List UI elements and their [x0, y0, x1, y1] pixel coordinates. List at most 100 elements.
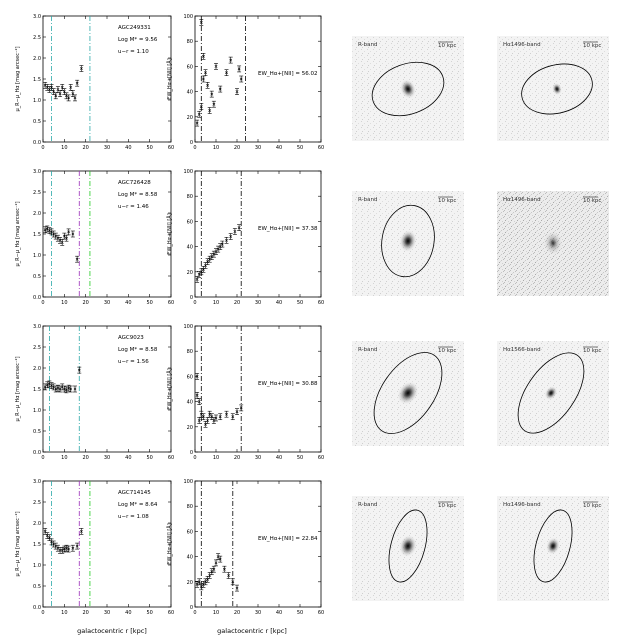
data-point	[58, 546, 63, 554]
y-tick-label: 60	[187, 374, 193, 380]
x-tick-label: 20	[82, 610, 88, 616]
y-tick-label: 2.0	[33, 56, 41, 62]
x-tick-label: 0	[193, 145, 196, 151]
data-point	[218, 555, 223, 563]
y-axis-label: μ_R−μ_Hα [mag arcsec⁻²]	[15, 511, 21, 576]
y-tick-label: 2.5	[33, 500, 41, 506]
x-tick-label: 30	[255, 145, 261, 151]
data-point	[75, 79, 80, 87]
data-point	[199, 18, 204, 26]
data-point	[195, 119, 200, 127]
data-point	[62, 385, 67, 393]
band-label: R-band	[358, 502, 377, 508]
data-point	[43, 528, 48, 535]
data-point	[58, 90, 63, 97]
y-tick-label: 3.0	[33, 14, 41, 20]
data-point	[207, 572, 212, 579]
band-label: R-band	[358, 197, 377, 203]
x-tick-label: 50	[146, 145, 152, 151]
data-point	[207, 107, 212, 114]
galaxy-light	[399, 78, 417, 100]
x-tick-label: 40	[125, 455, 131, 461]
data-point	[43, 82, 48, 89]
x-tick-label: 60	[168, 455, 174, 461]
data-point	[51, 88, 56, 95]
y-tick-label: 0.0	[33, 605, 41, 611]
x-tick-label: 50	[146, 300, 152, 306]
y-tick-label: 0.0	[33, 295, 41, 301]
data-point	[235, 408, 239, 415]
galaxy-light	[543, 230, 563, 256]
scale-bar-label: 10 kpc	[438, 348, 456, 354]
aperture-ellipse	[381, 204, 435, 278]
y-tick-label: 20	[187, 115, 193, 121]
x-tick-label: 60	[168, 300, 174, 306]
data-point	[75, 255, 80, 263]
data-point	[218, 413, 223, 421]
data-point	[205, 258, 210, 266]
data-point	[205, 82, 210, 89]
data-point	[75, 542, 80, 550]
data-point	[47, 380, 52, 388]
y-tick-label: 80	[187, 39, 193, 45]
x-tick-label: 30	[255, 455, 261, 461]
x-tick-label: 40	[276, 610, 282, 616]
x-tick-label: 10	[61, 455, 67, 461]
data-point	[53, 92, 58, 100]
data-point	[47, 227, 52, 234]
scale-bar-label: 10 kpc	[583, 503, 601, 509]
u-r-color: u−r = 1.46	[118, 204, 149, 210]
y-tick-label: 2.5	[33, 190, 41, 196]
x-tick-label: 0	[41, 300, 44, 306]
aperture-ellipse	[373, 352, 443, 434]
x-tick-label: 50	[146, 610, 152, 616]
y-tick-label: 0	[190, 605, 193, 611]
x-tick-label: 10	[61, 300, 67, 306]
data-point	[201, 53, 206, 60]
y-tick-label: 60	[187, 219, 193, 225]
data-point	[203, 69, 208, 76]
data-point	[218, 85, 223, 93]
y-tick-label: 3.0	[33, 324, 41, 330]
plot-frame	[42, 480, 172, 608]
data-point	[237, 224, 242, 231]
data-point	[224, 237, 229, 244]
data-point	[211, 100, 216, 108]
data-point	[214, 63, 218, 70]
y-tick-label: 60	[187, 529, 193, 535]
data-point	[77, 366, 82, 374]
y-tick-label: 100	[183, 479, 193, 485]
y-tick-label: 60	[187, 64, 193, 70]
x-tick-label: 0	[193, 610, 196, 616]
galaxy-name: AGC726428	[118, 180, 151, 186]
data-point	[214, 559, 218, 567]
data-point	[199, 268, 204, 276]
y-tick-label: 1.0	[33, 253, 41, 259]
x-axis-label-right: galactocentric r [kpc]	[217, 627, 287, 635]
data-point	[62, 545, 67, 553]
galaxy-light	[398, 229, 418, 253]
plot-frame	[194, 480, 322, 608]
x-tick-label: 20	[234, 300, 240, 306]
data-point	[45, 225, 50, 233]
galaxy-name: AGC714145	[118, 490, 151, 496]
data-point	[224, 410, 229, 418]
x-tick-label: 60	[168, 145, 174, 151]
y-tick-label: 1.5	[33, 232, 41, 238]
data-point	[203, 262, 208, 269]
y-axis-label: μ_R−μ_Hα [mag arcsec⁻²]	[15, 201, 21, 266]
data-point	[201, 75, 206, 83]
y-tick-label: 1.0	[33, 98, 41, 104]
x-tick-label: 0	[41, 610, 44, 616]
data-point	[51, 540, 56, 548]
ew-value: EW_Hα+[NII] = 56.02	[258, 71, 318, 77]
x-tick-label: 10	[213, 300, 219, 306]
x-tick-label: 50	[297, 455, 303, 461]
